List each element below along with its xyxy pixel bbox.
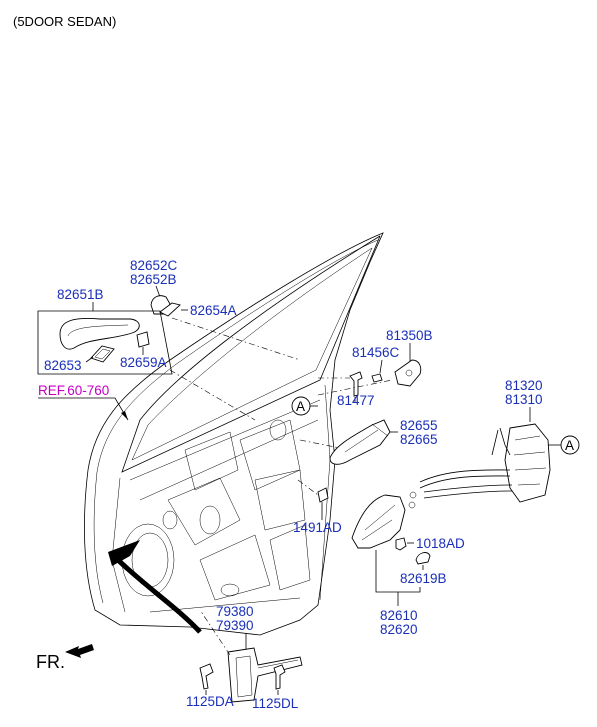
label-79380: 79380 (216, 604, 254, 619)
bolt-1018ad-part (395, 537, 407, 551)
label-82651b: 82651B (57, 287, 104, 302)
clip-part (317, 487, 329, 503)
ref-label: REF.60-760 (38, 383, 109, 398)
gasket-82653-part (90, 345, 115, 363)
striker-pad-part (394, 359, 422, 387)
clip-group: 1491AD (293, 479, 342, 535)
label-82610: 82610 (380, 608, 418, 623)
label-82652b: 82652B (130, 272, 177, 287)
svg-text:A: A (296, 399, 305, 414)
cap-82619b-part (415, 552, 431, 565)
gasket-82654a-part (159, 302, 181, 317)
outer-handle-group: 82652C 82652B 82654A 82651B 82653 82659A (37, 258, 301, 421)
label-81350b: 81350B (386, 328, 433, 343)
label-82620: 82620 (380, 622, 418, 637)
latch-part (504, 423, 551, 503)
latch-group: 81320 81310 A (419, 378, 580, 503)
label-1125dl: 1125DL (252, 696, 299, 711)
screw-81456c-part (371, 373, 383, 383)
marker-a-left: A (291, 396, 318, 416)
inside-handle-group: 82655 82665 (299, 418, 438, 465)
bolt-1125dl-part (273, 664, 286, 690)
svg-text:A: A (565, 438, 574, 453)
front-direction-indicator: FR. (36, 644, 94, 672)
bolt-1125da-part (199, 663, 214, 690)
label-82665: 82665 (400, 432, 438, 447)
label-81310: 81310 (505, 392, 543, 407)
label-81320: 81320 (505, 378, 543, 393)
inside-handle-assy-group: 1018AD 82619B 82610 82620 (351, 491, 465, 637)
checker-group: 79380 79390 1125DA 1125DL (186, 604, 303, 711)
label-82653: 82653 (44, 358, 82, 373)
pad-82659a-part (136, 331, 150, 348)
door-panel (84, 232, 384, 636)
header-variant: (5DOOR SEDAN) (13, 14, 116, 29)
door-checker-part (227, 647, 303, 703)
label-1125da: 1125DA (186, 694, 234, 709)
label-79390: 79390 (216, 618, 254, 633)
label-82655: 82655 (400, 418, 438, 433)
label-81477: 81477 (337, 393, 375, 408)
label-82619b: 82619B (400, 571, 447, 586)
label-1018ad: 1018AD (416, 536, 465, 551)
label-1491ad: 1491AD (293, 520, 342, 535)
inside-handle-assy-part (351, 494, 406, 549)
front-arrow-icon (65, 644, 94, 658)
outer-handle-part (59, 318, 140, 350)
front-label: FR. (36, 652, 65, 672)
striker-group: 81350B 81456C 81477 (317, 328, 433, 408)
label-81456c: 81456C (352, 345, 400, 360)
bolt-81477-part (349, 371, 363, 397)
label-82659a: 82659A (120, 355, 167, 370)
label-82652c: 82652C (130, 258, 178, 273)
label-82654a: 82654A (190, 303, 237, 318)
